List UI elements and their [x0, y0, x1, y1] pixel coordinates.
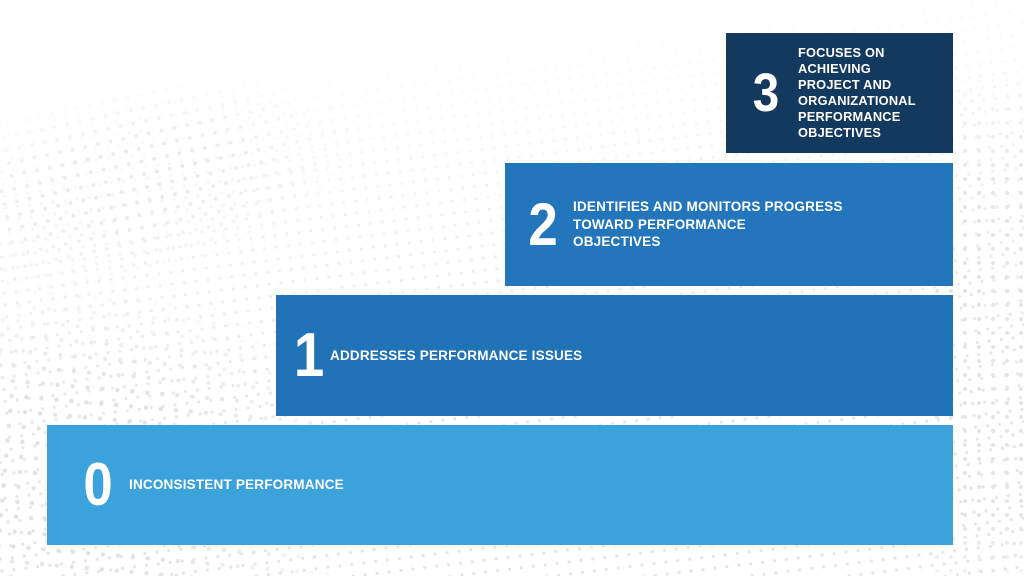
level-0-number: 0 — [83, 451, 113, 518]
level-2-label: IDENTIFIES AND MONITORS PROGRESS TOWARD … — [573, 198, 843, 250]
level-1-label: ADDRESSES PERFORMANCE ISSUES — [330, 347, 583, 363]
level-3-number: 3 — [752, 63, 780, 123]
level-3-label: FOCUSES ON ACHIEVING PROJECT AND ORGANIZ… — [798, 45, 916, 140]
level-0-bar: 0 INCONSISTENT PERFORMANCE — [47, 425, 953, 545]
level-3-bar: 3 FOCUSES ON ACHIEVING PROJECT AND ORGAN… — [726, 33, 953, 153]
level-1-number: 1 — [293, 320, 325, 390]
level-1-bar: 1 ADDRESSES PERFORMANCE ISSUES — [276, 295, 953, 416]
level-2-bar: 2 IDENTIFIES AND MONITORS PROGRESS TOWAR… — [505, 163, 953, 286]
level-0-label: INCONSISTENT PERFORMANCE — [129, 477, 344, 493]
level-2-number: 2 — [528, 190, 558, 258]
